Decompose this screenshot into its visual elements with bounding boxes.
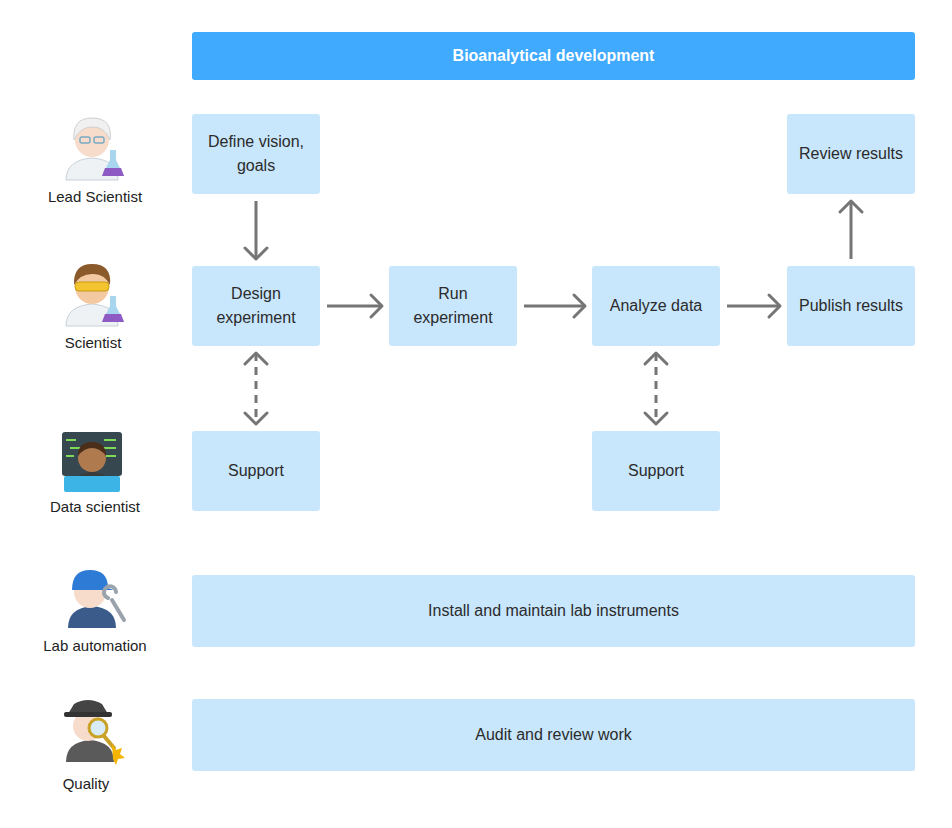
node-text: Review results	[799, 142, 903, 166]
node-text: Analyze data	[610, 294, 703, 318]
node-text: Support	[228, 459, 284, 483]
arrow-head	[645, 353, 667, 364]
connector-arrow	[245, 353, 267, 424]
process-box: Publish results	[787, 266, 915, 346]
support-box: Support	[592, 431, 720, 511]
arrow-head	[840, 201, 862, 212]
role-label: Lab automation	[20, 637, 170, 655]
arrow-head	[245, 353, 267, 364]
role-label: Lead Scientist	[20, 188, 170, 206]
data-scientist-icon	[62, 432, 122, 492]
connector-line	[255, 201, 258, 259]
node-text: Bioanalytical development	[453, 44, 655, 68]
connector-arrow	[840, 201, 862, 259]
role-label: Quality	[11, 775, 161, 793]
connector-line	[327, 305, 382, 308]
connector-arrow	[327, 295, 382, 317]
role-label: Scientist	[18, 334, 168, 352]
connector-line	[255, 353, 258, 424]
quality-icon	[64, 700, 125, 765]
scientist-icon	[66, 264, 124, 326]
arrow-head	[769, 295, 780, 317]
node-text: Install and maintain lab instruments	[428, 599, 679, 623]
node-text: Run experiment	[397, 282, 509, 330]
connector-arrow	[245, 201, 267, 259]
lane-band: Audit and review work	[192, 699, 915, 771]
title-band: Bioanalytical development	[192, 32, 915, 80]
lane-band: Install and maintain lab instruments	[192, 575, 915, 647]
arrow-head	[574, 295, 585, 317]
node-text: Publish results	[799, 294, 903, 318]
process-box: Analyze data	[592, 266, 720, 346]
connector-arrow	[524, 295, 585, 317]
node-text: Audit and review work	[475, 723, 632, 747]
arrow-head	[245, 248, 267, 259]
arrow-head	[245, 413, 267, 424]
support-box: Support	[192, 431, 320, 511]
connector-line	[727, 305, 780, 308]
process-box: Run experiment	[389, 266, 517, 346]
lab-automation-icon	[68, 570, 124, 628]
connector-arrow	[727, 295, 780, 317]
connector-arrow	[645, 353, 667, 424]
process-box: Design experiment	[192, 266, 320, 346]
node-text: Support	[628, 459, 684, 483]
connector-line	[655, 353, 658, 424]
arrow-head	[645, 413, 667, 424]
node-text: Define vision, goals	[200, 130, 312, 178]
node-text: Design experiment	[200, 282, 312, 330]
process-box: Review results	[787, 114, 915, 194]
connector-line	[850, 201, 853, 259]
lead-scientist-icon	[66, 118, 124, 180]
process-box: Define vision, goals	[192, 114, 320, 194]
role-label: Data scientist	[20, 498, 170, 516]
connector-line	[524, 305, 585, 308]
arrow-head	[371, 295, 382, 317]
